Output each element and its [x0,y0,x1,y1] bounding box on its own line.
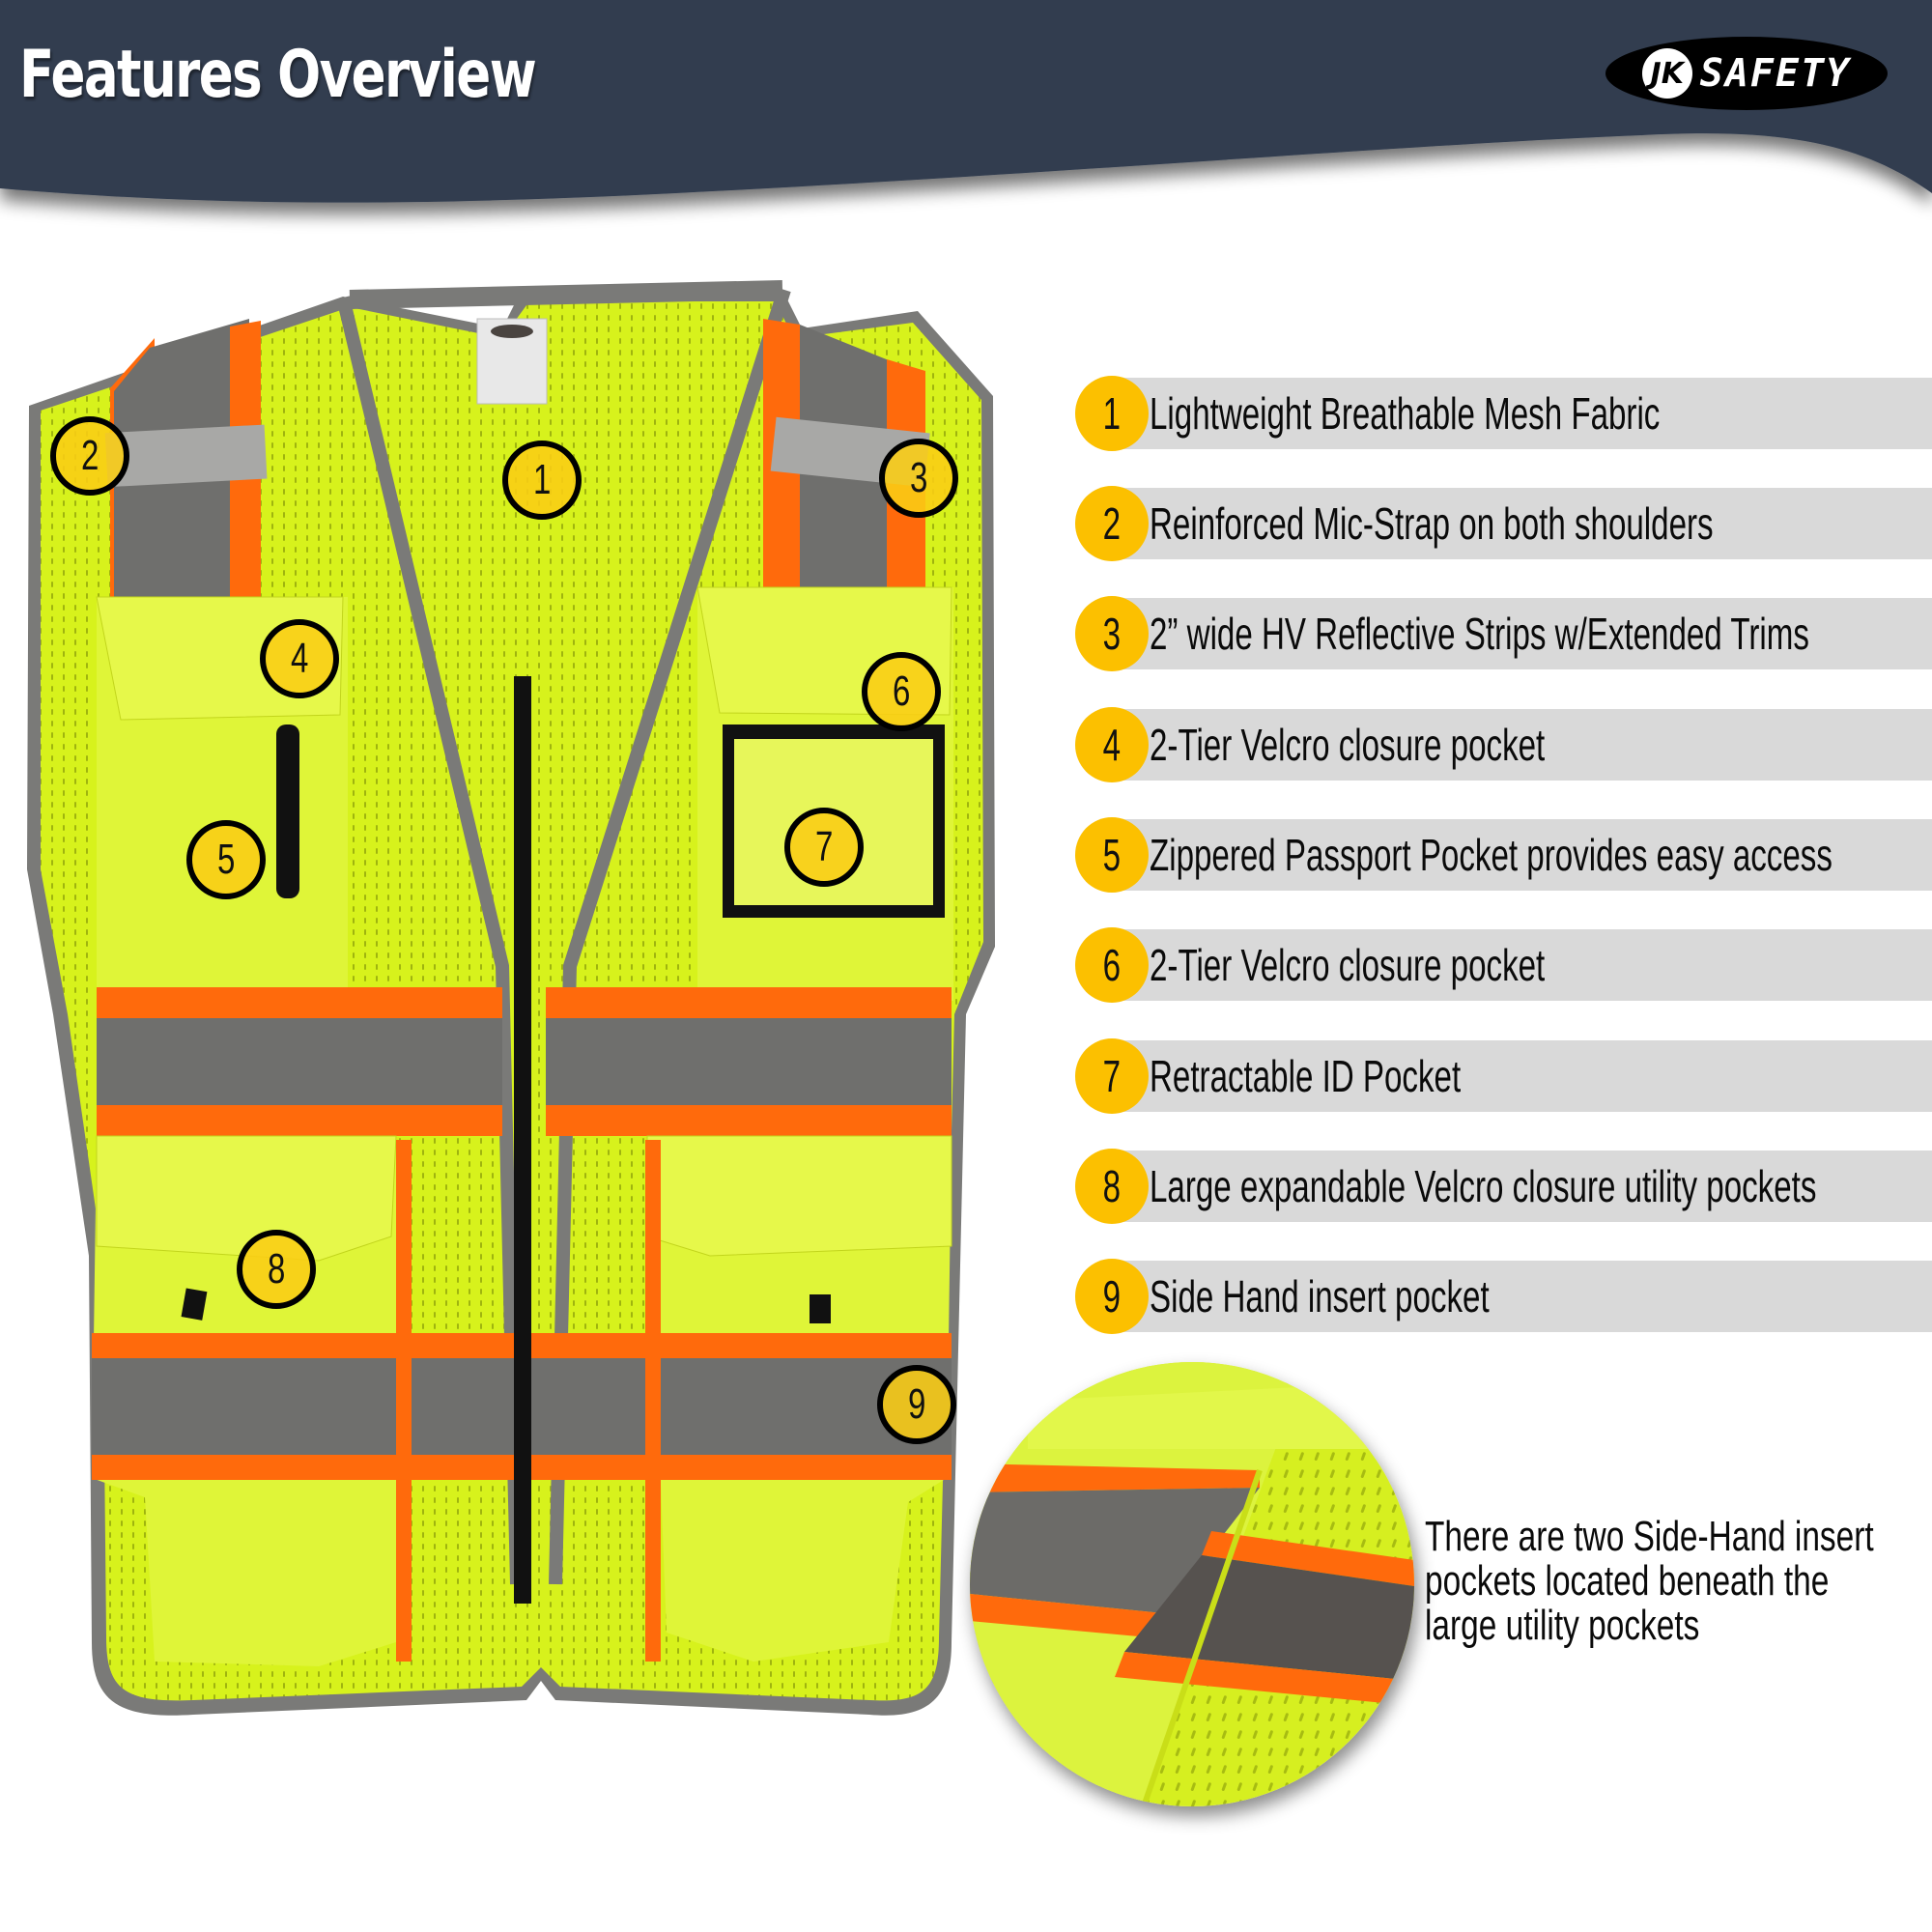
feature-number-badge: 2 [1075,486,1149,561]
feature-label: 2-Tier Velcro closure pocket [1150,940,1546,990]
page-title: Features Overview [19,37,537,113]
feature-band [1114,488,1932,559]
feature-number-badge: 9 [1075,1259,1149,1334]
feature-label: Reinforced Mic-Strap on both shoulders [1150,498,1714,549]
feature-label: Large expandable Velcro closure utility … [1150,1161,1817,1211]
feature-number-badge: 7 [1075,1038,1149,1114]
feature-band [1114,1151,1932,1222]
feature-item: 7 Retractable ID Pocket [1075,1038,1932,1114]
feature-label: Retractable ID Pocket [1150,1051,1462,1101]
callout-3-reflective-strip: 3 [879,439,958,518]
feature-item: 3 2” wide HV Reflective Strips w/Extende… [1075,596,1932,671]
brand-mark-icon: JK [1641,48,1692,99]
callout-9-side-pocket: 9 [877,1365,956,1444]
feature-label: Side Hand insert pocket [1150,1271,1490,1321]
callout-8-utility-pocket: 8 [237,1230,316,1309]
feature-item: 4 2-Tier Velcro closure pocket [1075,707,1932,782]
feature-label: Zippered Passport Pocket provides easy a… [1150,830,1833,880]
feature-band [1114,598,1932,669]
callout-4-velcro-pocket: 4 [260,619,339,698]
feature-number-badge: 3 [1075,596,1149,671]
brand-logo: JK SAFETY [1605,37,1888,110]
feature-band [1114,1040,1932,1112]
feature-band [1114,378,1932,449]
feature-number-badge: 1 [1075,376,1149,451]
feature-number-badge: 4 [1075,707,1149,782]
feature-band [1114,929,1932,1001]
feature-item: 2 Reinforced Mic-Strap on both shoulders [1075,486,1932,561]
feature-item: 5 Zippered Passport Pocket provides easy… [1075,817,1932,893]
feature-item: 6 2-Tier Velcro closure pocket [1075,927,1932,1003]
feature-item: 9 Side Hand insert pocket [1075,1259,1932,1334]
feature-band [1114,1261,1932,1332]
callout-5-passport-pocket: 5 [186,820,266,899]
feature-label: 2-Tier Velcro closure pocket [1150,720,1546,770]
header-banner: Features Overview JK SAFETY [0,0,1932,251]
feature-band [1114,709,1932,781]
callout-7-id-pocket: 7 [784,808,864,887]
header-wave-shape [0,0,1932,203]
note-line: There are two Side-Hand insert [1425,1513,1874,1560]
callout-2-mic-strap: 2 [50,416,129,496]
feature-label: 2” wide HV Reflective Strips w/Extended … [1150,609,1809,659]
feature-label: Lightweight Breathable Mesh Fabric [1150,388,1661,439]
callout-1-mesh: 1 [502,440,582,520]
side-pocket-detail-image [970,1362,1414,1806]
feature-item: 8 Large expandable Velcro closure utilit… [1075,1149,1932,1224]
callout-6-velcro-pocket: 6 [862,652,941,731]
feature-number-badge: 6 [1075,927,1149,1003]
detail-closeup-drawing [970,1362,1414,1806]
side-pocket-note: There are two Side-Hand insert pockets l… [1425,1515,1924,1648]
vest-illustration: 1 2 3 4 5 6 7 8 9 [0,280,1063,1768]
feature-number-badge: 5 [1075,817,1149,893]
feature-band [1114,819,1932,891]
brand-name: SAFETY [1699,51,1852,96]
note-line: pockets located beneath the [1425,1557,1830,1605]
feature-number-badge: 8 [1075,1149,1149,1224]
feature-item: 1 Lightweight Breathable Mesh Fabric [1075,376,1932,451]
note-line: large utility pockets [1425,1602,1700,1649]
